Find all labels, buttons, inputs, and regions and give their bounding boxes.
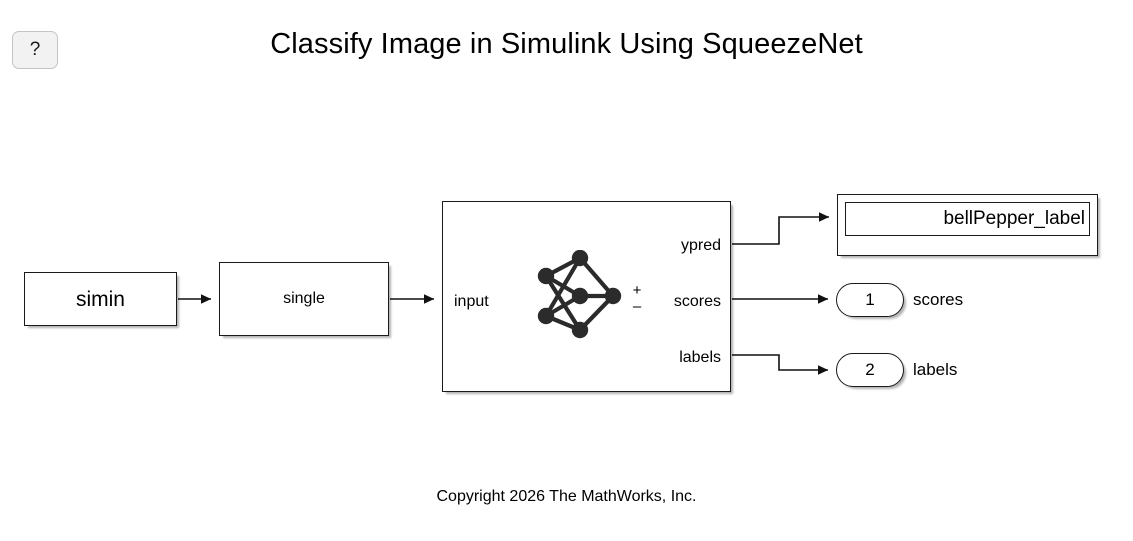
outport-2-label: labels [913, 360, 958, 379]
block-single[interactable]: single [219, 262, 389, 336]
outport-2-number: 2 [865, 360, 875, 379]
outport-block-1[interactable]: 1 [836, 283, 904, 317]
question-mark-icon: ? [29, 39, 41, 60]
display-value-box: bellPepper_label [845, 202, 1090, 236]
outport-1-label: scores [913, 290, 964, 309]
outport-1-number: 1 [865, 290, 875, 309]
port-label-input: input [454, 293, 489, 310]
help-button[interactable]: ? [12, 31, 58, 69]
outport-block-2[interactable]: 2 [836, 353, 904, 387]
wire-ypred-to-display [732, 212, 830, 245]
display-value: bellPepper_label [943, 208, 1085, 229]
port-label-ypred: ypred [680, 237, 721, 254]
wire-labels-to-outport2 [732, 354, 829, 375]
block-predict-network[interactable]: input ypred scores labels + – [442, 201, 731, 392]
page-title: Classify Image in Simulink Using Squeeze… [270, 28, 863, 60]
block-simin-label: simin [75, 287, 125, 311]
block-simin[interactable]: simin [24, 272, 177, 326]
copyright-text: Copyright 2026 The MathWorks, Inc. [436, 488, 697, 505]
port-label-labels: labels [679, 349, 721, 366]
block-single-label: single [283, 290, 325, 307]
port-label-scores: scores [673, 293, 721, 310]
neural-network-icon [537, 250, 622, 339]
minus-icon: – [632, 298, 642, 315]
plus-icon: + [632, 282, 642, 299]
block-display[interactable]: bellPepper_label [837, 194, 1098, 256]
plus-minus-symbols: + – [631, 282, 643, 316]
